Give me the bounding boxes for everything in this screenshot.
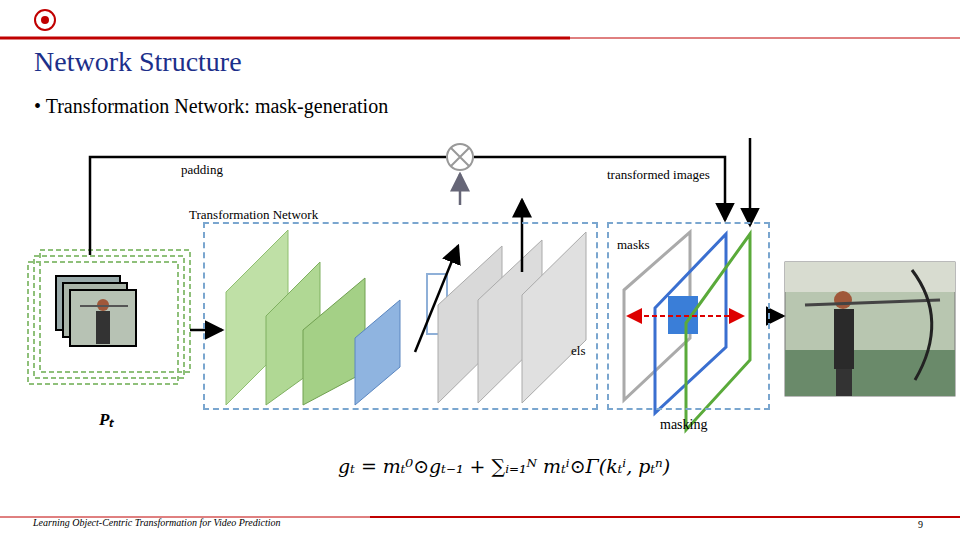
logo bbox=[35, 10, 55, 30]
output-image bbox=[785, 262, 955, 396]
input-frames bbox=[28, 250, 190, 384]
logo-dot bbox=[41, 16, 49, 24]
page-number: 9 bbox=[918, 519, 923, 530]
step-label: masking bbox=[660, 417, 707, 433]
gray-layers bbox=[438, 232, 586, 403]
node-label: masks bbox=[617, 237, 650, 253]
wires bbox=[90, 138, 783, 352]
green-layers bbox=[226, 230, 365, 405]
node-label: Transformation Network bbox=[189, 207, 318, 223]
input-symbol: Pₜ bbox=[99, 407, 113, 430]
slide-title: Network Structure bbox=[34, 46, 242, 78]
wire-label: transformed images bbox=[607, 167, 710, 183]
multiply-symbol bbox=[447, 144, 473, 170]
header-rule-thin bbox=[570, 38, 960, 39]
network-box: Transformation Network bbox=[203, 222, 598, 410]
header-rule bbox=[0, 37, 570, 40]
footer-rule-thick bbox=[370, 516, 960, 518]
multiply-cross bbox=[451, 148, 469, 166]
blue-layer bbox=[355, 274, 447, 405]
wire-label: padding bbox=[181, 162, 223, 178]
mask-arrow bbox=[459, 174, 462, 205]
masks-box: masks bbox=[607, 222, 770, 410]
bullet-text: • Transformation Network: mask-generatio… bbox=[34, 95, 388, 118]
mask-frames bbox=[624, 232, 750, 430]
red-double-arrow bbox=[628, 315, 743, 317]
layer-label: els bbox=[571, 343, 585, 359]
formula: gₜ = mₜ⁰⊙gₜ₋₁ + ∑ᵢ₌₁ᴺ mₜⁱ⊙Γ(kₜⁱ, pₜⁿ) bbox=[338, 455, 670, 477]
footer-text: Learning Object-Centric Transformation f… bbox=[33, 517, 281, 528]
